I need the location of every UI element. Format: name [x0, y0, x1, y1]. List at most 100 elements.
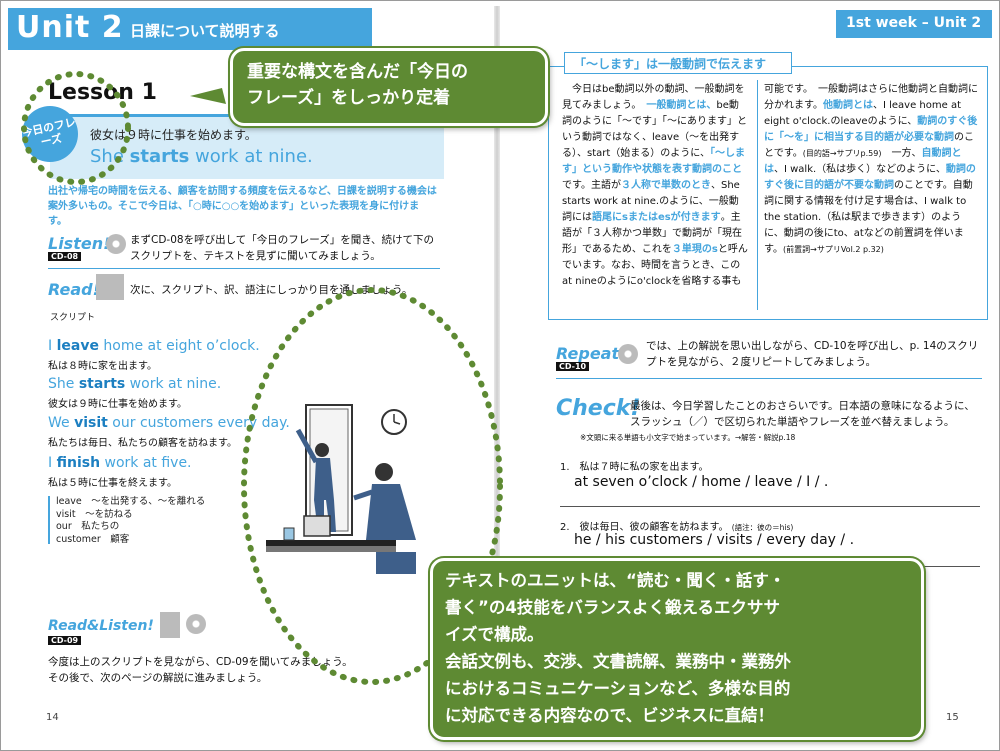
- explanation-title: 「〜します」は一般動詞で伝えます: [574, 57, 767, 71]
- cd-disc-icon: [618, 344, 638, 364]
- highlight-text: 他動詞とは: [823, 100, 873, 111]
- cd-tag: CD-09: [48, 636, 82, 645]
- question-2-japanese: 2. 彼は毎日、彼の顧客を訪ねます。 (語注：彼の＝his): [560, 518, 793, 533]
- callout-line: におけるコミュニケーションなど、多様な目的: [445, 679, 791, 698]
- script-verb: visit: [74, 415, 108, 431]
- body-text: (前置詞→サプリVol.2 p.32): [783, 245, 884, 254]
- script-line-en: She starts work at nine.: [48, 376, 221, 392]
- read-title: Read!: [48, 280, 100, 299]
- question-1-words: at seven o’clock / home / leave / I / .: [574, 474, 829, 490]
- answer-line[interactable]: [560, 506, 980, 507]
- body-text: 、I walk.（私は歩く）などのように、: [774, 164, 946, 175]
- phrase-english: She starts work at nine.: [90, 146, 313, 167]
- script-line-jp: 私たちは毎日、私たちの顧客を訪ねます。: [48, 438, 237, 449]
- callout-phrase: 重要な構文を含んだ「今日の フレーズ」をしっかり定着: [230, 48, 548, 126]
- script-verb: starts: [78, 376, 126, 392]
- explanation-column-2: 可能です。 一般動詞はさらに他動詞と自動詞に分かれます。他動詞とは、I leav…: [764, 82, 980, 258]
- cd-tag: CD-08: [48, 252, 82, 261]
- vocab-bar: [48, 496, 50, 544]
- body-text: 一般動詞はさらに他動詞と自動詞に分かれます。: [764, 84, 978, 111]
- highlight-text: ３人称で単数のとき: [621, 180, 711, 191]
- book-icon: [96, 274, 124, 300]
- script-word: home at eight o’clock.: [98, 338, 260, 354]
- highlight-text: 自動詞とは: [764, 148, 962, 175]
- unit-title: Unit 2: [16, 10, 124, 45]
- body-text: 、She starts work at nine.のように、一般動詞には: [562, 180, 740, 223]
- page-number-left: 14: [46, 712, 59, 723]
- unit-subtitle: 日課について説明する: [130, 22, 280, 40]
- callout-line: フレーズ」をしっかり定着: [247, 88, 451, 108]
- highlight-text: 動詞のすぐ後に目的語が不要な動詞: [764, 164, 976, 191]
- script-word: I: [48, 455, 57, 471]
- cd-disc-icon: [186, 614, 206, 634]
- vocabulary-notes: leave 〜を出発する、〜を離れる visit 〜を訪ねる our 私たちの …: [56, 496, 206, 545]
- page-number-right: 15: [946, 712, 959, 723]
- section-divider: [48, 268, 440, 269]
- body-text: 、I leave home at eight o'clock.のleaveのよう…: [764, 100, 962, 127]
- question-2-note: (語注：彼の＝his): [731, 523, 794, 532]
- script-verb: leave: [56, 338, 99, 354]
- script-line-en: I finish work at five.: [48, 455, 192, 471]
- repeat-text: では、上の解説を思い出しながら、CD-10を呼び出し、p. 14のスクリプトを見…: [646, 340, 979, 368]
- callout-line: に対応できる内容なので、ビジネスに直結！: [445, 706, 775, 725]
- office-illustration: [266, 404, 416, 574]
- script-word: our customers every day.: [107, 415, 290, 431]
- phrase-en-verb: starts: [129, 146, 190, 167]
- question-2-words: he / his customers / visits / every day …: [574, 532, 855, 548]
- callout-unit: テキストのユニットは、“読む・聞く・話す・ 書く”の4技能をバランスよく鍛えるエ…: [430, 558, 924, 740]
- body-text: 一方、: [881, 148, 922, 159]
- section-divider: [556, 378, 982, 379]
- body-text: と呼んでいます。なお、時間を言うとき、このat nineのようにo'clockを…: [562, 244, 748, 287]
- script-line-en: I leave home at eight o’clock.: [48, 338, 260, 354]
- week-banner: [836, 10, 992, 38]
- listen-title: Listen!: [48, 234, 111, 253]
- body-text: 。主語が「３人称かつ単数」で動詞が「現在形」であるため、これを: [562, 212, 742, 255]
- callout-line: 会話文例も、交渉、文書読解、業務中・業務外: [445, 652, 792, 671]
- script-word: We: [48, 415, 75, 431]
- book-spine: [494, 6, 500, 736]
- phrase-en-part: work at nine.: [189, 146, 313, 167]
- highlight-text: 語尾にsまたはesが付きます: [592, 212, 721, 223]
- callout-line: 書く”の4技能をバランスよく鍛えるエクササ: [445, 598, 780, 617]
- callout-line: 重要な構文を含んだ「今日の: [247, 62, 468, 82]
- lesson-title: Lesson 1: [48, 80, 157, 105]
- callout-phrase-text: 重要な構文を含んだ「今日の フレーズ」をしっかり定着: [247, 59, 468, 111]
- body-text: be動詞のように「〜です」「〜にあります」という動詞ではなく、leave（〜を出…: [562, 100, 747, 159]
- script-verb: finish: [56, 455, 101, 471]
- script-word: work at five.: [100, 455, 192, 471]
- explanation-title-bg: [564, 52, 792, 74]
- callout-unit-text: テキストのユニットは、“読む・聞く・話す・ 書く”の4技能をバランスよく鍛えるエ…: [445, 567, 791, 729]
- body-text: のことです。: [764, 132, 974, 159]
- callout-line: イズで構成。: [445, 625, 544, 644]
- highlight-text: ３単現のs: [671, 244, 718, 255]
- body-text: (目的語→サプリp.59): [802, 149, 882, 158]
- read-listen-title: Read&Listen!: [48, 618, 154, 634]
- explanation-column-1: 今日はbe動詞以外の動詞、一般動詞を見てみましょう。 一般動詞とは、be動詞のよ…: [562, 82, 748, 290]
- script-line-jp: 私は５時に仕事を終えます。: [48, 478, 177, 489]
- script-line-jp: 私は８時に家を出ます。: [48, 361, 157, 372]
- read-listen-text-2: その後で、次のページの解説に進みましょう。: [48, 672, 268, 684]
- question-1-japanese: 1. 私は７時に私の家を出ます。: [560, 462, 709, 473]
- script-word: I: [48, 338, 57, 354]
- week-label: 1st week – Unit 2: [846, 15, 982, 31]
- script-word: work at nine.: [125, 376, 222, 392]
- cd-disc-icon: [106, 234, 126, 254]
- highlight-text: 動詞のすぐ後に「〜を」に相当する目的語が必要な動詞: [764, 116, 978, 143]
- read-listen-text-1: 今度は上のスクリプトを見ながら、CD-09を聞いてみましょう。: [48, 656, 353, 668]
- read-text: 次に、スクリプト、訳、語注にしっかり目を通しましょう。: [130, 284, 413, 296]
- phrase-en-part: She: [90, 146, 130, 167]
- callout-line: テキストのユニットは、“読む・聞く・話す・: [445, 571, 786, 590]
- script-label: スクリプト: [50, 313, 96, 323]
- phrase-japanese: 彼女は９時に仕事を始めます。: [90, 128, 257, 142]
- script-word: She: [48, 376, 79, 392]
- lesson-intro: 出社や帰宅の時間を伝える、顧客を訪問する頻度を伝えるなど、日課を説明する機会は案…: [48, 186, 437, 227]
- column-divider: [757, 80, 758, 310]
- body-text: のことです。自動詞に関する情報を付け足す場合は、I walk to the st…: [764, 180, 973, 255]
- repeat-title: Repeat!: [556, 344, 627, 363]
- check-text: 最後は、今日学習したことのおさらいです。日本語の意味になるように、スラッシュ（／…: [630, 400, 975, 428]
- check-note: ※文頭に来る単語も小文字で始まっています。→解答・解説p.18: [580, 433, 796, 442]
- check-title: Check!: [556, 396, 641, 421]
- script-line-en: We visit our customers every day.: [48, 415, 290, 431]
- script-line-jp: 彼女は９時に仕事を始めます。: [48, 399, 187, 410]
